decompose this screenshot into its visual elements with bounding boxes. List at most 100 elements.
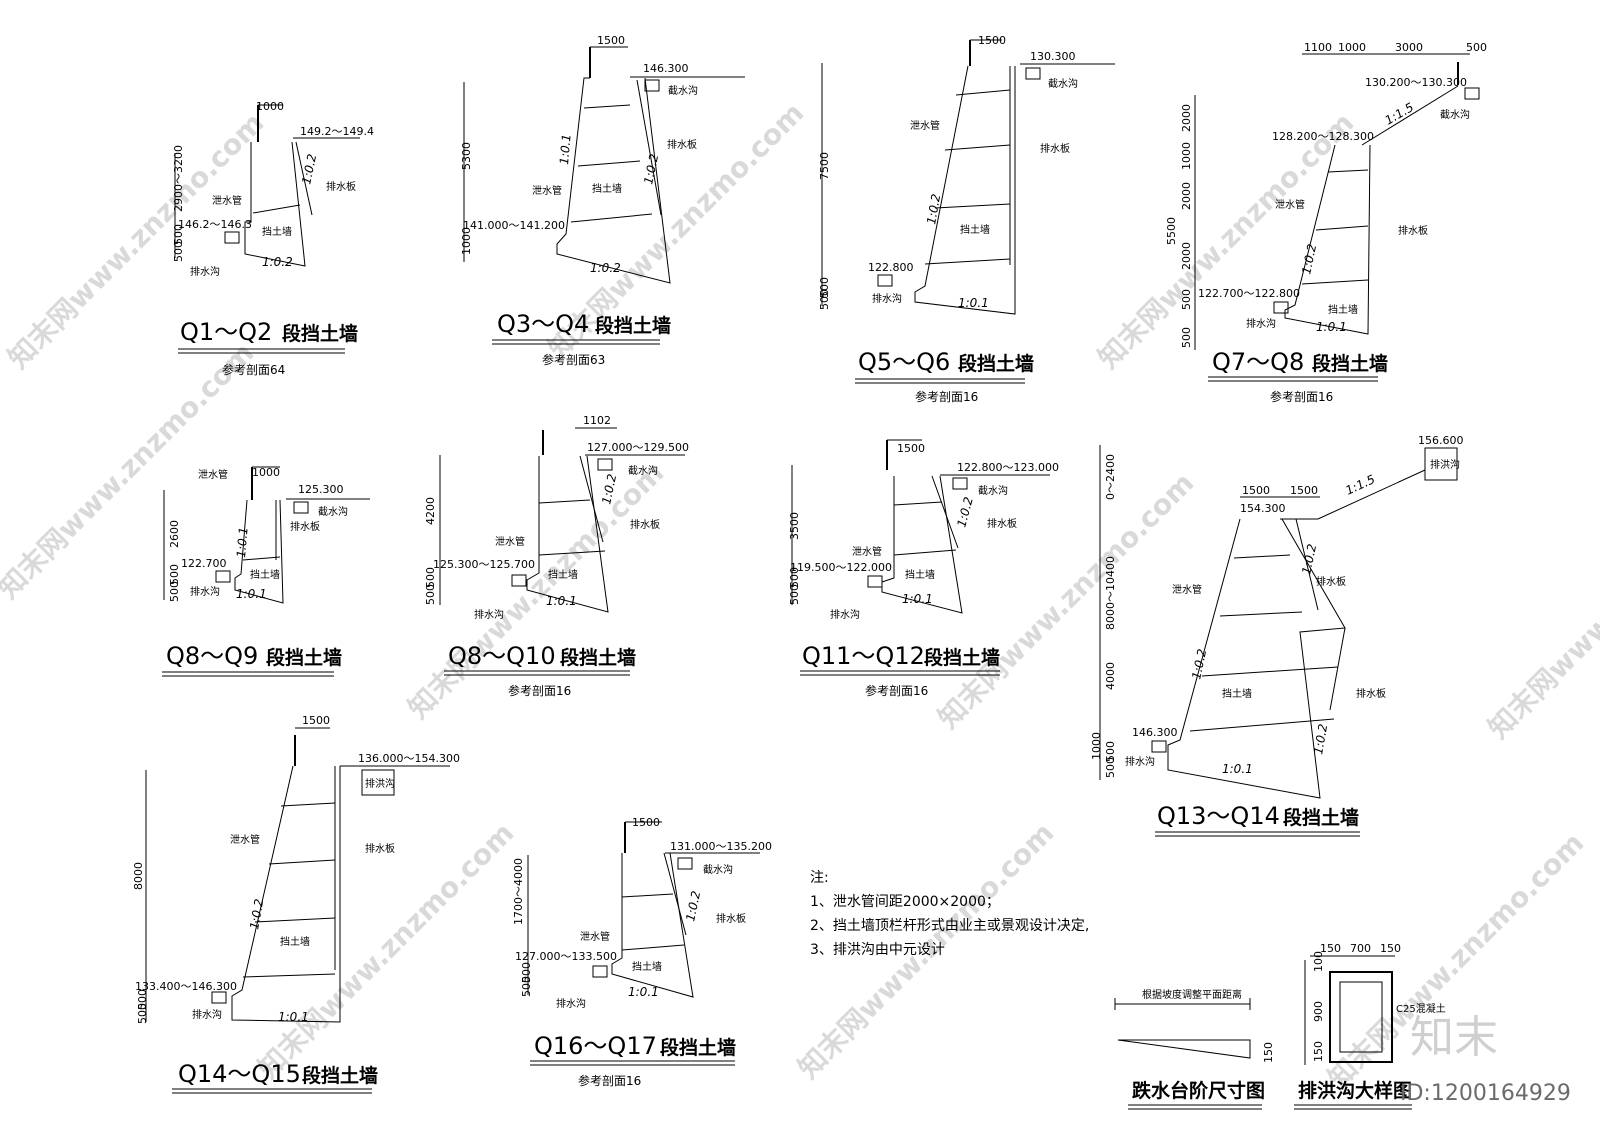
material-label: C25混凝土 — [1396, 1002, 1446, 1015]
label-drain-board: 排水板 — [290, 520, 320, 533]
slope-label: 1:0.1 — [546, 594, 577, 608]
label-drain-board: 排水板 — [365, 842, 395, 855]
label-drain-pipe: 泄水管 — [230, 833, 260, 846]
dim-label: 500 — [788, 567, 801, 588]
dim-label: 1500 — [632, 816, 660, 829]
elevation-label: 130.300 — [1030, 50, 1076, 63]
section-title: 段挡土墙 — [302, 1064, 378, 1087]
dim-label: 500 — [136, 1003, 149, 1024]
label-ditch: 排水沟 — [1125, 755, 1155, 768]
dim-label: 500 — [1466, 41, 1487, 54]
reference-label: 参考剖面16 — [578, 1073, 641, 1088]
section-title: 段挡土墙 — [1312, 352, 1388, 375]
elevation-label: 131.000～135.200 — [670, 840, 772, 853]
watermark-text: 知末网www.znzmo.com — [1092, 106, 1361, 375]
reference-label: 参考剖面16 — [1270, 389, 1333, 404]
elevation-label: 136.000～154.300 — [358, 752, 460, 765]
elevation-label: 128.200～128.300 — [1272, 130, 1374, 143]
elevation-label: 141.000～141.200 — [463, 219, 565, 232]
slope-label: 1:0.1 — [902, 592, 933, 606]
dim-label: 1000 — [256, 100, 284, 113]
dim-label: 1100 — [1304, 41, 1332, 54]
dim-label: 1000 — [1090, 732, 1103, 760]
step-detail: 根据坡度调整平面距离 150 跌水台阶尺寸图 — [1114, 988, 1275, 1110]
section-title-code: Q14～Q15 — [178, 1060, 301, 1088]
label-drain-board: 排水板 — [1356, 687, 1386, 700]
dim-label: 1500 — [897, 442, 925, 455]
dim-label: 2600 — [168, 520, 181, 548]
dim-label: 500 — [168, 564, 181, 585]
section-title: 段挡土墙 — [266, 646, 342, 669]
slope-label: 1:0.2 — [924, 193, 943, 226]
slope-label: 1:0.2 — [1311, 723, 1330, 756]
dim-label: 0～2400 — [1104, 454, 1117, 500]
label-ditch: 排水沟 — [830, 608, 860, 621]
dim-label: 2000 — [1180, 104, 1193, 132]
label-drain-board: 排水板 — [716, 912, 746, 925]
reference-label: 参考剖面64 — [222, 362, 285, 377]
section-q8-q10: 1102 127.000～129.500 截水沟 4200 500 500 12… — [424, 414, 689, 698]
section-title-code: Q5～Q6 — [858, 348, 950, 376]
dim-label: 500 — [788, 584, 801, 605]
label-drain-board: 排水板 — [1316, 575, 1346, 588]
dim-label: 500 — [172, 224, 185, 245]
dim-label: 900 — [1312, 1001, 1325, 1022]
section-q14: 1500 136.000～154.300 排洪沟 8000 500 500 13… — [132, 714, 460, 1094]
label-drain-pipe: 泄水管 — [1275, 198, 1305, 211]
slope-label: 1:0.2 — [683, 890, 703, 923]
dim-label: 500 — [520, 976, 533, 997]
slope-label: 1:0.2 — [247, 898, 266, 931]
label-drain-board: 排水板 — [326, 180, 356, 193]
elevation-label: 146.300 — [643, 62, 689, 75]
elevation-label: 127.000～133.500 — [515, 950, 617, 963]
label-drain-pipe: 泄水管 — [198, 468, 228, 481]
slope-label: 1:0.1 — [278, 1010, 309, 1024]
notes-block: 注: 1、泄水管间距2000×2000； 2、挡土墙顶栏杆形式由业主或景观设计决… — [810, 870, 1089, 958]
elevation-label: 119.500～122.000 — [790, 561, 892, 574]
section-title: 段挡土墙 — [958, 352, 1034, 375]
reference-label: 参考剖面63 — [542, 352, 605, 367]
label-drain-pipe: 泄水管 — [910, 119, 940, 132]
dim-label: 8000 — [132, 862, 145, 890]
label-ditch: 排水沟 — [1246, 317, 1276, 330]
dim-label: 100 — [1312, 951, 1325, 972]
section-title: 段挡土墙 — [595, 314, 671, 337]
label-drain-pipe: 泄水管 — [212, 194, 242, 207]
notes-heading: 注: — [810, 870, 829, 886]
section-title: 段挡土墙 — [1283, 806, 1359, 829]
section-title: 段挡土墙 — [282, 322, 358, 345]
dim-label: 500 — [1180, 327, 1193, 348]
detail-caption: 排洪沟大样图 — [1298, 1079, 1412, 1102]
label-ditch: 排水沟 — [474, 608, 504, 621]
step-top-label: 根据坡度调整平面距离 — [1142, 988, 1242, 1001]
slope-label: 1:0.1 — [234, 526, 251, 558]
section-title: 段挡土墙 — [660, 1036, 736, 1059]
dim-label: 4200 — [424, 497, 437, 525]
dim-label: 500 — [172, 241, 185, 262]
label-drain-board: 排水板 — [630, 518, 660, 531]
slope-label: 1:0.2 — [1299, 243, 1319, 276]
dim-label: 150 — [1312, 1041, 1325, 1062]
dim-label: 1000 — [460, 227, 473, 255]
label-ditch: 截水沟 — [318, 505, 348, 518]
section-title-code: Q8～Q10 — [448, 642, 556, 670]
label-drain-board: 排水板 — [1398, 224, 1428, 237]
section-q1: 1000 149.2～149.4 2900～3200 500 500 146.2… — [172, 100, 374, 377]
section-title-code: Q8～Q9 — [166, 642, 258, 670]
dim-label: 8000～10400 — [1104, 556, 1117, 630]
section-q8-q9: 1000 125.300 截水沟 2600 500 500 122.700 排水… — [162, 466, 370, 677]
label-ditch: 排水沟 — [556, 997, 586, 1010]
slope-label: 1:0.2 — [599, 473, 619, 506]
elevation-label: 122.700～122.800 — [1198, 287, 1300, 300]
label-drain-pipe: 泄水管 — [852, 545, 882, 558]
dim-label: 2900～3200 — [172, 145, 185, 212]
section-title-code: Q3～Q4 — [497, 310, 589, 338]
dim-label: 1000 — [252, 466, 280, 479]
label-wall: 挡土墙 — [548, 568, 578, 581]
elevation-label: 122.700 — [181, 557, 227, 570]
note-item: 2、挡土墙顶栏杆形式由业主或景观设计决定, — [810, 918, 1089, 934]
dim-label: 500 — [1104, 741, 1117, 762]
label-ditch: 截水沟 — [628, 464, 658, 477]
label-wall: 挡土墙 — [905, 568, 935, 581]
note-item: 3、排洪沟由中元设计 — [810, 942, 945, 958]
